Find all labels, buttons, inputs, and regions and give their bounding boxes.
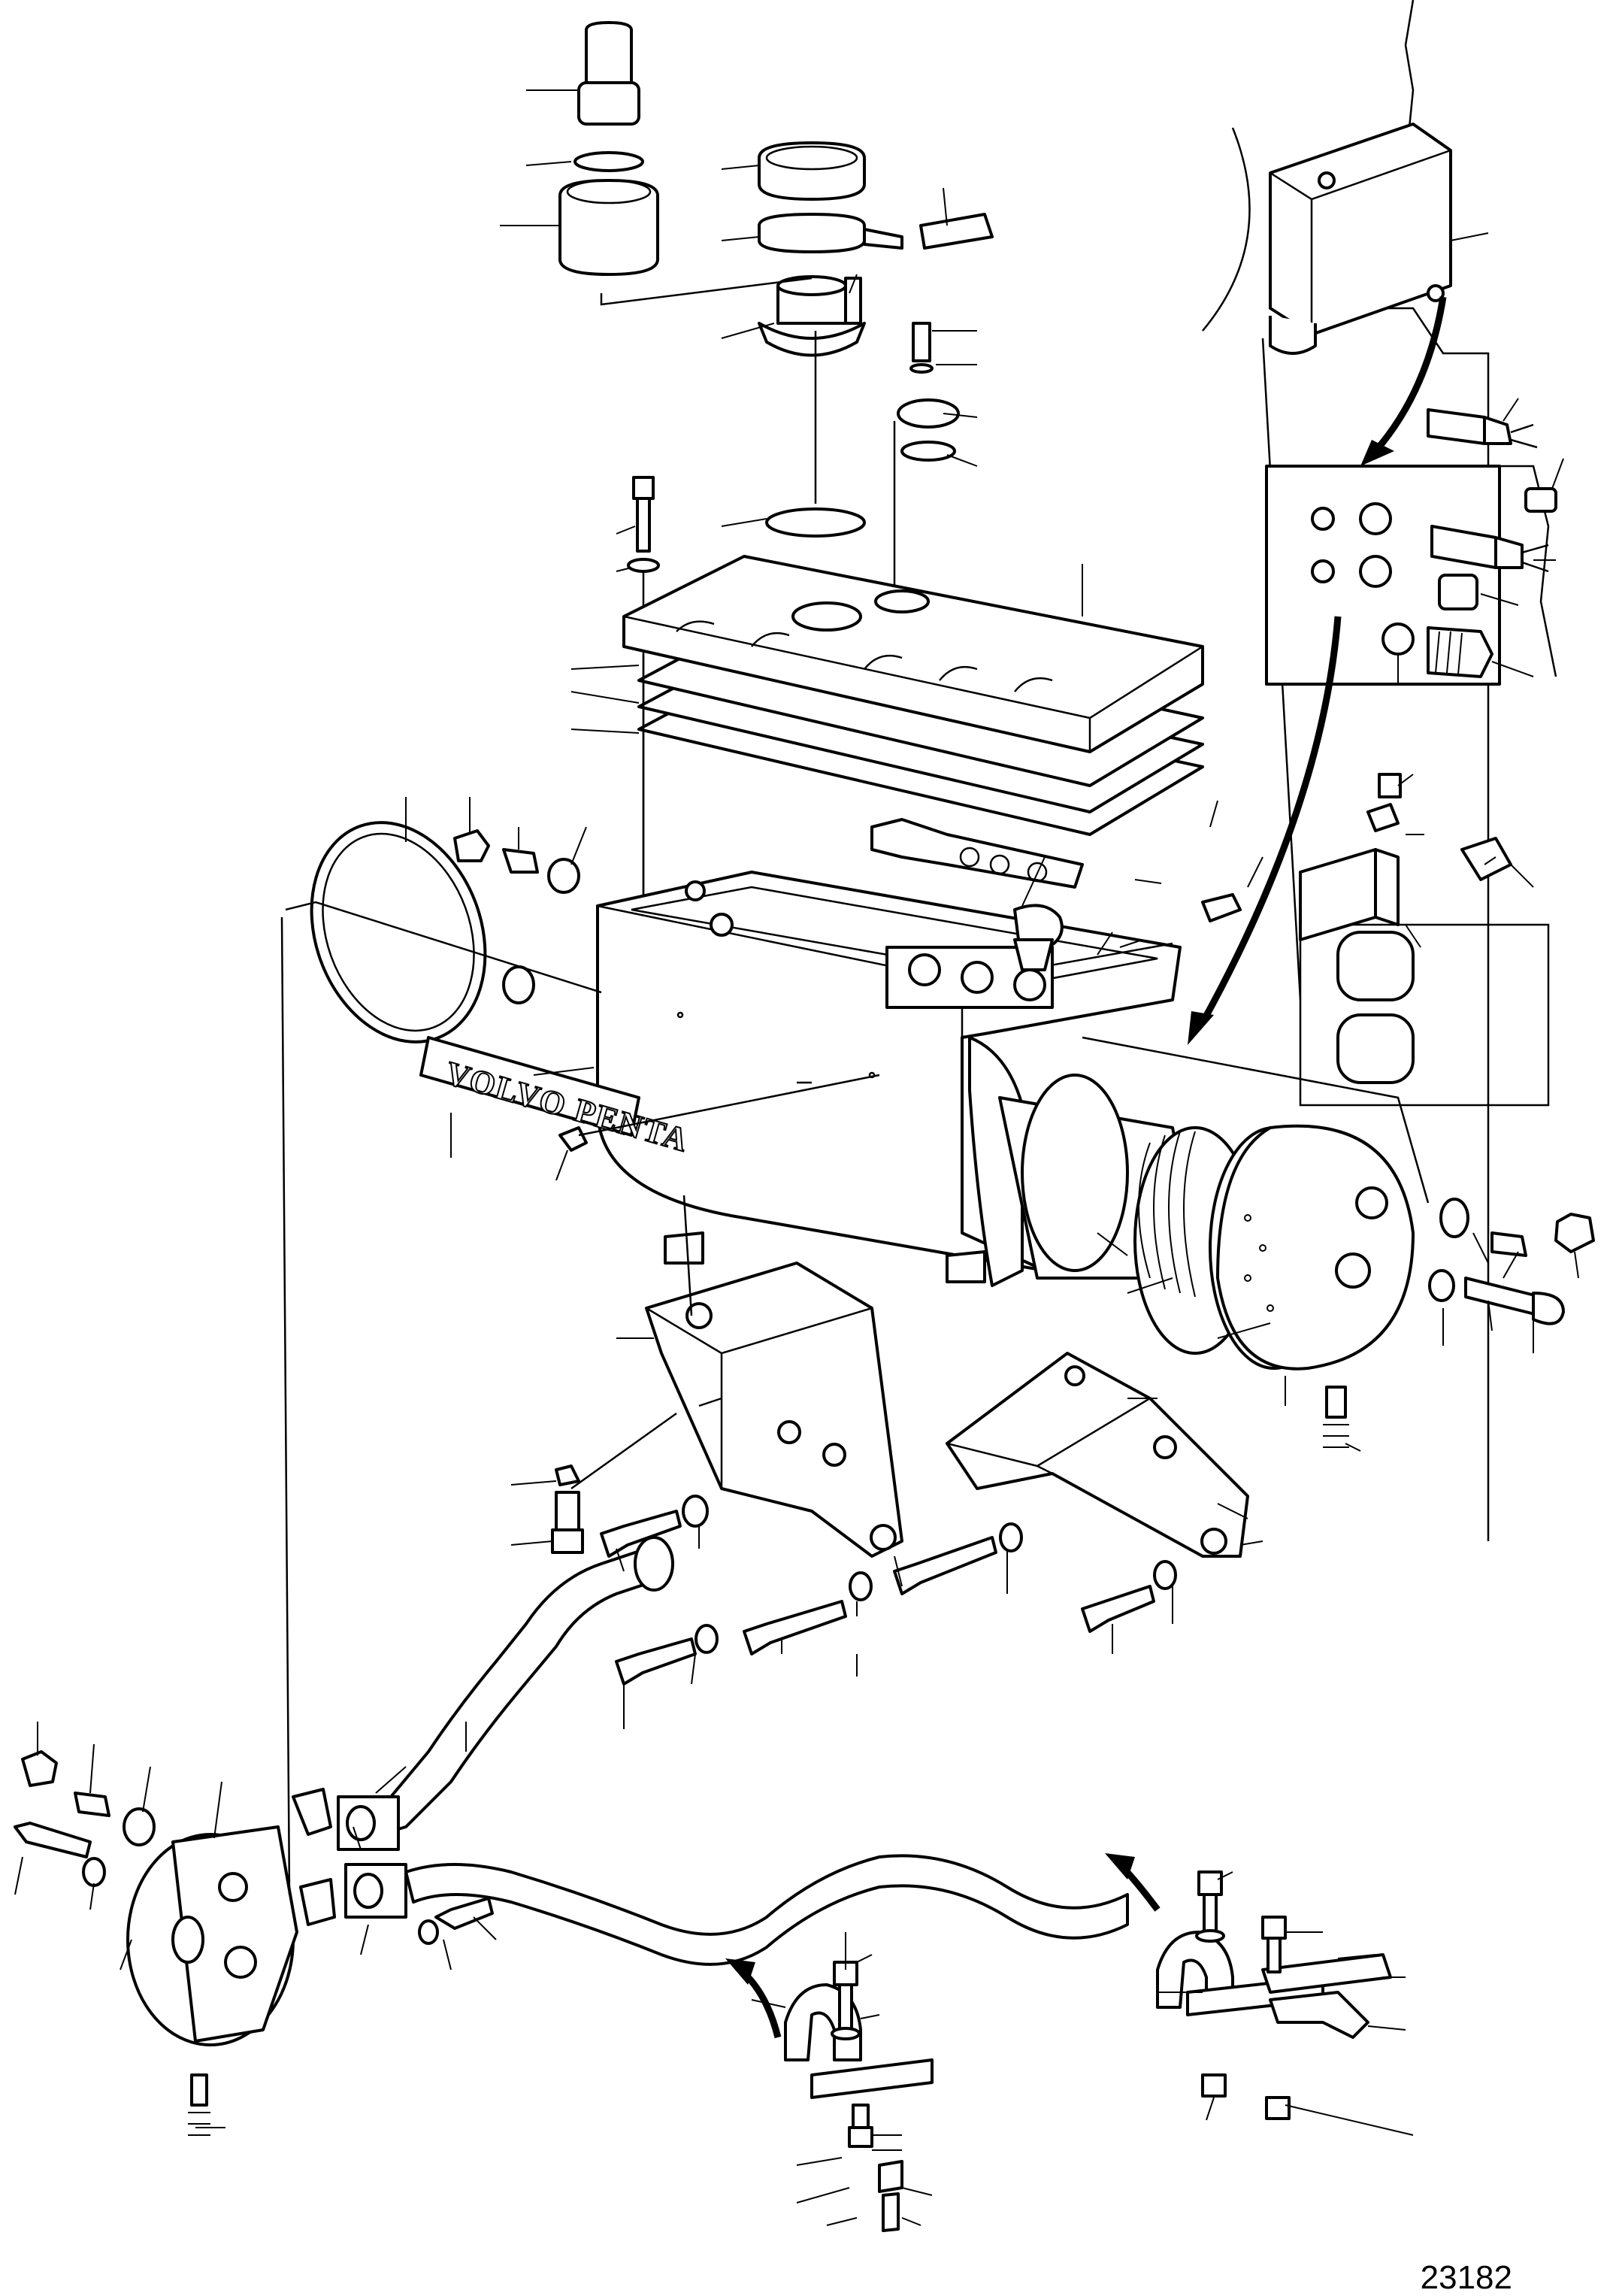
callout-leaders (14, 89, 1579, 2226)
tube-core-and-end-cover (797, 1036, 1430, 1371)
heat-exchanger-cover (622, 555, 1204, 940)
engine-block-outline (1202, 0, 1557, 1541)
mounting-brackets (570, 1195, 1249, 1558)
filler-cap-assembly (558, 21, 994, 601)
diagram-reference-number: 23182 (1420, 2259, 1512, 2296)
rear-end-cover (14, 916, 336, 2136)
water-pipes (337, 1536, 1129, 1966)
heat-exchanger-housing (596, 871, 1182, 1287)
end-cover-plugs (1428, 1198, 1595, 1325)
bracket-bolts (551, 1465, 1177, 1686)
junction-box (1269, 123, 1452, 466)
temperature-senders (1381, 408, 1557, 678)
drain-nipples (1188, 616, 1512, 1448)
o-ring-and-plugs (285, 821, 602, 1043)
